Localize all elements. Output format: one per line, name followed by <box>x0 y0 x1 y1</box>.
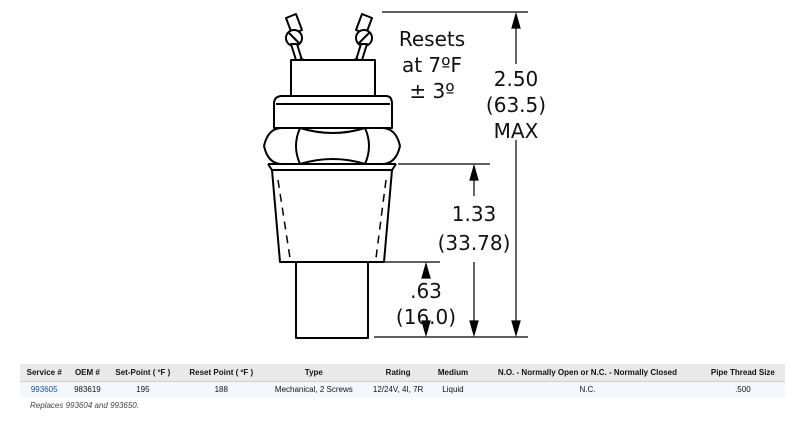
table-row: 993605 983619 195 188 Mechanical, 2 Scre… <box>20 381 785 398</box>
type: Mechanical, 2 Screws <box>263 381 365 398</box>
dim-overall-max: MAX <box>494 119 539 143</box>
reset-note-line-3: ± 3º <box>409 79 454 103</box>
dim-middle-inches: 1.33 <box>452 202 497 226</box>
dim-lower-inches: .63 <box>410 279 442 303</box>
rating: 12/24V, 4I, 7R <box>364 381 432 398</box>
col-oem: OEM # <box>68 364 107 382</box>
note-row: Replaces 993604 and 993650. <box>20 397 785 412</box>
dim-lower-mm: (16.0) <box>396 305 456 329</box>
upper-cap <box>290 59 376 97</box>
left-terminal-screw <box>285 13 303 61</box>
col-set-point: Set-Point ( ºF ) <box>106 364 180 382</box>
col-thread-size: Pipe Thread Size <box>700 364 785 382</box>
switch-dimension-drawing: Resets at 7ºF ± 3º 2.50 (63.5) MAX 1.33 … <box>263 11 546 339</box>
service-number-link[interactable]: 993605 <box>20 381 69 398</box>
col-reset-point: Reset Point ( ºF ) <box>179 364 264 382</box>
oem-number: 983619 <box>68 381 107 398</box>
dim-middle-mm: (33.78) <box>438 231 511 255</box>
reset-point: 188 <box>179 381 264 398</box>
collar <box>273 95 393 129</box>
hex-nut <box>263 127 401 165</box>
spec-table: Service # OEM # Set-Point ( ºF ) Reset P… <box>20 364 785 412</box>
dim-overall-mm: (63.5) <box>486 93 546 117</box>
col-rating: Rating <box>364 364 432 382</box>
threaded-body <box>267 163 397 263</box>
medium: Liquid <box>431 381 475 398</box>
probe-stem <box>295 261 369 339</box>
col-type: Type <box>263 364 365 382</box>
thread-size: .500 <box>700 381 785 398</box>
col-medium: Medium <box>431 364 475 382</box>
reset-note-line-2: at 7ºF <box>402 53 462 77</box>
col-service: Service # <box>20 364 69 382</box>
replaces-note: Replaces 993604 and 993650. <box>20 397 785 412</box>
dim-overall-inches: 2.50 <box>494 67 539 91</box>
reset-note-line-1: Resets <box>399 27 465 51</box>
contact-type: N.C. <box>474 381 701 398</box>
spec-header-row: Service # OEM # Set-Point ( ºF ) Reset P… <box>20 364 785 382</box>
set-point: 195 <box>106 381 180 398</box>
right-terminal-screw <box>355 13 373 61</box>
col-contact-type: N.O. - Normally Open or N.C. - Normally … <box>474 364 701 382</box>
